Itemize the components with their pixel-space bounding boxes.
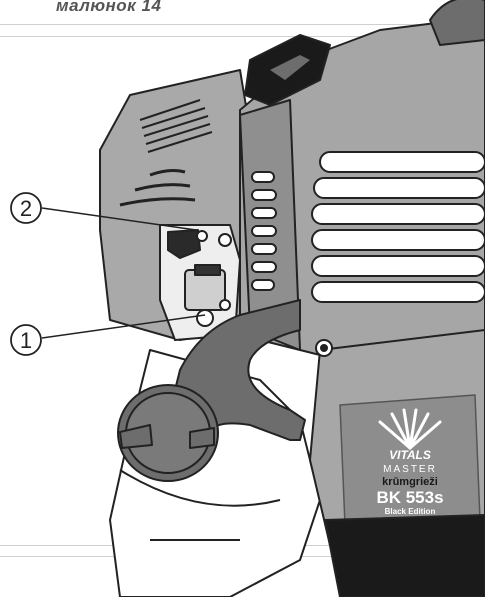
- fuel-cap-knob: [118, 385, 218, 481]
- callout-1-number: 1: [20, 328, 32, 353]
- mount-bolt-inner: [321, 345, 327, 351]
- label-model: BK 553s: [376, 488, 443, 507]
- label-line1: MASTER: [383, 464, 437, 475]
- fuel-cap-top: [430, 0, 485, 45]
- label-line2: krūmgrieži: [382, 476, 438, 488]
- bottom-black-block: [325, 515, 485, 597]
- brand-logo-text: VITALS: [389, 448, 431, 462]
- band-slots: [252, 172, 276, 290]
- choke-lever-screw: [197, 231, 207, 241]
- label-edition: Black Edition: [385, 507, 436, 516]
- callout-2-number: 2: [20, 196, 32, 221]
